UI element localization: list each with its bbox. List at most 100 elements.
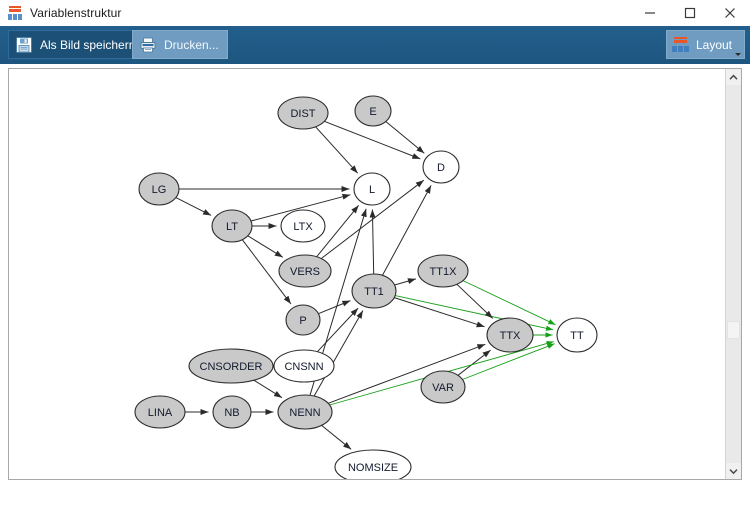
variable-structure-graph[interactable]: DIST E D L LG LT LTX VERS P TT1 TT1X TTX TT CNSORDER C…	[9, 69, 725, 479]
graph-edge	[321, 425, 352, 450]
chevron-up-icon	[729, 74, 738, 80]
graph-edge	[385, 121, 425, 154]
node-shape	[556, 317, 598, 353]
node-label: NENN	[289, 407, 320, 419]
graph-node-dist[interactable]: DIST	[277, 96, 329, 130]
graph-node-tt[interactable]: TT	[556, 317, 598, 353]
node-shape	[417, 254, 469, 288]
node-label: TT1X	[430, 266, 458, 278]
node-label: NB	[224, 407, 239, 419]
graph-edge	[394, 297, 485, 328]
graph-node-e[interactable]: E	[354, 95, 392, 127]
graph-node-tt1x[interactable]: TT1X	[417, 254, 469, 288]
graph-node-p[interactable]: P	[285, 304, 321, 336]
graph-edge	[250, 193, 351, 222]
minimize-button[interactable]	[630, 0, 670, 26]
graph-svg: DIST E D L LG LT LTX VERS P TT1 TT1X TTX TT CNSORDER C…	[134, 95, 598, 479]
save-as-image-label: Als Bild speichern...	[40, 37, 146, 52]
node-shape	[138, 172, 180, 206]
layout-label: Layout	[695, 37, 732, 52]
graph-node-vers[interactable]: VERS	[278, 254, 332, 288]
node-label: TTX	[500, 330, 521, 342]
node-label: LT	[226, 221, 238, 233]
graph-edge	[316, 205, 359, 258]
graph-edge	[241, 239, 292, 305]
graph-edge	[313, 310, 364, 397]
scroll-up-button[interactable]	[726, 69, 741, 85]
graph-node-ltx[interactable]: LTX	[280, 209, 326, 243]
hierarchy-icon	[7, 5, 23, 21]
node-shape	[188, 348, 274, 384]
node-label: LG	[152, 184, 167, 196]
node-shape	[277, 96, 329, 130]
maximize-button[interactable]	[670, 0, 710, 26]
graph-node-lina[interactable]: LINA	[134, 395, 186, 429]
save-as-image-button[interactable]: Als Bild speichern...	[8, 30, 155, 59]
node-label: VERS	[290, 266, 320, 278]
graph-node-nb[interactable]: NB	[212, 395, 252, 429]
graph-node-var[interactable]: VAR	[420, 370, 466, 404]
node-label: CNSORDER	[200, 361, 263, 373]
node-shape	[212, 395, 252, 429]
vertical-scrollbar[interactable]	[725, 69, 741, 479]
node-shape	[134, 395, 186, 429]
node-label: LINA	[148, 407, 173, 419]
graph-node-nomsize[interactable]: NOMSIZE	[334, 449, 412, 479]
node-label: E	[369, 106, 376, 118]
graph-node-d[interactable]: D	[422, 150, 460, 184]
chevron-down-icon	[729, 468, 738, 474]
printer-icon	[138, 35, 158, 55]
node-shape	[277, 394, 333, 430]
node-shape	[422, 150, 460, 184]
graph-node-cnsnn[interactable]: CNSNN	[273, 349, 335, 383]
node-label: TT1	[364, 286, 384, 298]
node-shape	[280, 209, 326, 243]
chevron-down-icon[interactable]	[735, 53, 741, 56]
graph-edge	[318, 300, 351, 315]
node-label: TT	[570, 330, 584, 342]
title-bar: Variablenstruktur	[0, 0, 750, 26]
print-label: Drucken...	[164, 37, 219, 52]
graph-node-lt[interactable]: LT	[211, 209, 253, 243]
graph-node-cnsorder[interactable]: CNSORDER	[188, 348, 274, 384]
graph-node-nenn[interactable]: NENN	[277, 394, 333, 430]
node-shape	[354, 95, 392, 127]
layout-button[interactable]: Layout	[665, 30, 745, 59]
graph-node-l[interactable]: L	[353, 172, 391, 206]
window-controls	[630, 0, 750, 26]
node-shape	[420, 370, 466, 404]
node-label: P	[299, 315, 306, 327]
graph-edge	[456, 283, 494, 319]
graph-node-tt1[interactable]: TT1	[351, 273, 397, 309]
node-label: VAR	[432, 382, 454, 394]
graph-edge	[462, 280, 556, 326]
graph-node-lg[interactable]: LG	[138, 172, 180, 206]
node-shape	[273, 349, 335, 383]
close-button[interactable]	[710, 0, 750, 26]
graph-edge	[462, 343, 555, 380]
graph-edge	[394, 278, 417, 286]
toolbar: Als Bild speichern... Drucken...	[0, 26, 750, 64]
edge-layer	[175, 120, 556, 450]
scroll-down-button[interactable]	[726, 463, 741, 479]
node-label: NOMSIZE	[348, 462, 398, 474]
node-label: CNSNN	[284, 361, 323, 373]
scrollbar-track[interactable]	[726, 85, 741, 463]
node-shape	[486, 317, 534, 353]
graph-edge	[328, 343, 486, 404]
print-button[interactable]: Drucken...	[132, 30, 228, 59]
graph-edge	[247, 235, 284, 258]
node-label: D	[437, 162, 445, 174]
scrollbar-thumb[interactable]	[727, 321, 740, 339]
graph-edge	[382, 185, 432, 276]
node-layer: DIST E D L LG LT LTX VERS P TT1 TT1X TTX TT CNSORDER C…	[134, 95, 598, 479]
node-shape	[285, 304, 321, 336]
graph-node-ttx[interactable]: TTX	[486, 317, 534, 353]
node-label: DIST	[290, 108, 315, 120]
graph-edge	[369, 209, 376, 275]
node-label: LTX	[293, 221, 313, 233]
graph-edge	[175, 197, 212, 216]
graph-edge	[315, 126, 359, 174]
graph-edge	[457, 349, 491, 376]
